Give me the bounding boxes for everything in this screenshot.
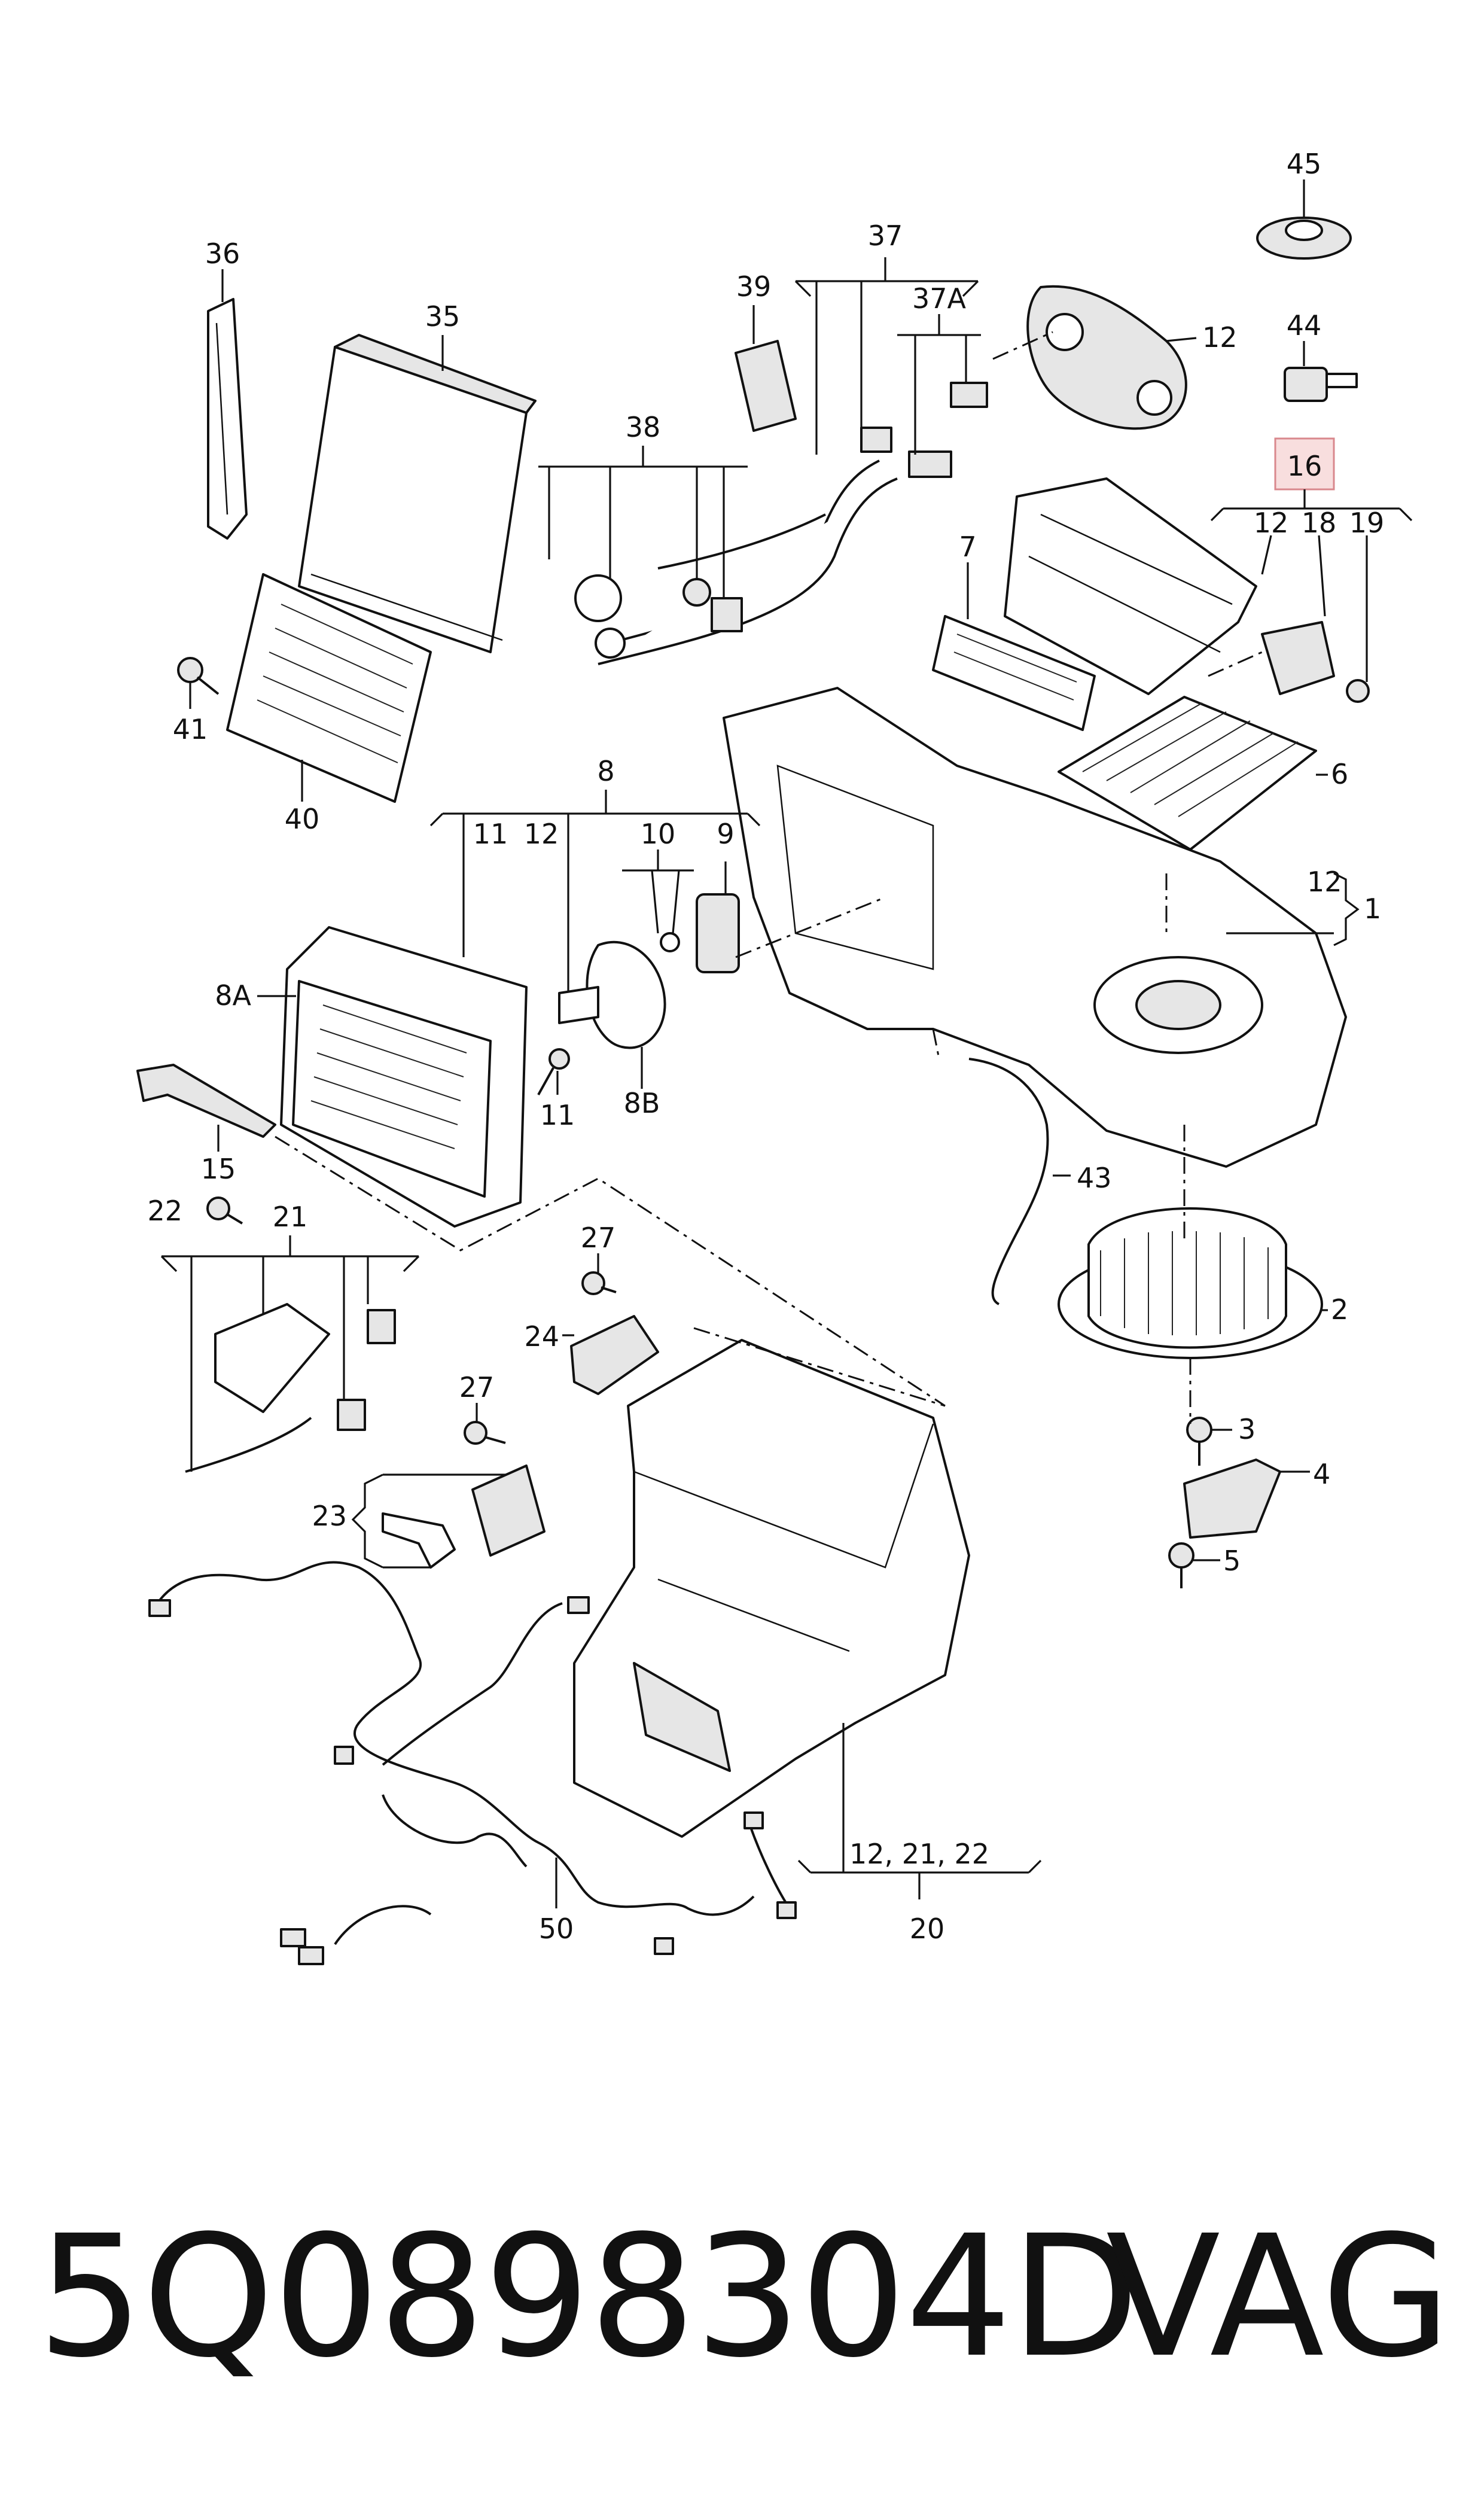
label-4: 4 [1313, 1458, 1330, 1490]
part-40-frame [226, 573, 432, 803]
part-35-heater-core [298, 334, 537, 653]
label-8b: 8B [624, 1087, 660, 1119]
part-15-lever [136, 1064, 276, 1152]
part-20-housing-lower [573, 1327, 1042, 1899]
label-27-upper: 27 [581, 1222, 616, 1254]
label-11-top: 11 [473, 818, 508, 850]
part-45-nut [1256, 179, 1352, 260]
part-27-screw-upper [581, 1253, 617, 1295]
part-12-gasket-mid [558, 986, 599, 1024]
label-41: 41 [173, 713, 208, 745]
part-27-screw-lower [464, 1403, 506, 1445]
label-20: 20 [910, 1913, 945, 1945]
part-38-fittings [538, 446, 748, 659]
part-16-group [1210, 437, 1413, 682]
part-12-filter-housing [1004, 477, 1370, 703]
label-45: 45 [1287, 148, 1322, 180]
part-11-screw [537, 1048, 570, 1095]
label-16: 16 [1287, 450, 1323, 482]
label-21: 21 [273, 1201, 308, 1233]
part-22-screw [206, 1196, 243, 1225]
label-8a: 8A [215, 979, 251, 1012]
label-24: 24 [524, 1320, 559, 1353]
part-2-blower [1058, 1207, 1328, 1359]
label-12-mid: 12 [524, 818, 559, 850]
label-12-top: 12 [1202, 321, 1238, 354]
label-12-bracket: 12 [1254, 507, 1289, 539]
part-21-linkage [160, 1235, 420, 1473]
part-5-screw [1168, 1542, 1220, 1588]
label-23: 23 [312, 1500, 347, 1532]
label-5: 5 [1223, 1545, 1241, 1577]
part-43-hose [932, 1028, 1071, 1305]
label-38: 38 [626, 411, 661, 443]
label-9: 9 [717, 818, 734, 850]
label-8: 8 [597, 755, 614, 787]
label-37a: 37A [912, 282, 967, 315]
part-23-actuator-group [351, 1464, 546, 1569]
label-22: 22 [147, 1195, 182, 1227]
label-50: 50 [539, 1913, 574, 1945]
label-36: 36 [205, 238, 240, 270]
part-1-housing [723, 687, 1360, 1168]
label-6: 6 [1331, 758, 1348, 790]
label-10: 10 [641, 818, 676, 850]
part-10-rings [622, 850, 694, 952]
label-35: 35 [425, 300, 461, 333]
label-19: 19 [1349, 507, 1385, 539]
label-27-lower: 27 [459, 1371, 495, 1403]
part-4-cover [1183, 1459, 1310, 1539]
part-8-evaporator-group [257, 790, 761, 1228]
part-24-actuator [562, 1315, 659, 1395]
label-11-bottom: 11 [540, 1099, 575, 1131]
part-41-screw [177, 657, 220, 709]
label-37: 37 [868, 220, 903, 252]
part-6-filter [1058, 696, 1328, 851]
part-9-valve [696, 861, 740, 973]
part-39-actuator [735, 305, 797, 432]
label-18: 18 [1302, 507, 1337, 539]
part-44-clip [1284, 341, 1358, 402]
part-number: 5Q0898304D [37, 2200, 1139, 2395]
part-37-pipes [598, 257, 988, 665]
part-7-flap [932, 562, 1096, 731]
label-2: 2 [1331, 1293, 1348, 1326]
part-12-seal-plate [1026, 285, 1197, 430]
assembly-lines [275, 331, 1263, 1424]
label-1: 1 [1364, 893, 1381, 925]
label-12-21-22: 12, 21, 22 [849, 1838, 989, 1870]
part-50-harness [148, 1561, 797, 1965]
label-43: 43 [1077, 1162, 1112, 1194]
highlight-box-16 [1274, 437, 1335, 491]
label-44: 44 [1287, 309, 1322, 342]
part-3-screw [1186, 1417, 1232, 1466]
label-7: 7 [959, 531, 976, 563]
part-36-bracket [207, 269, 248, 540]
brand-name: VAG [1105, 2200, 1451, 2395]
label-15: 15 [201, 1153, 236, 1185]
label-39: 39 [736, 270, 772, 303]
callout-labels: 45 36 37 35 39 37A 12 44 38 16 12 18 19 … [147, 148, 1384, 1945]
label-3: 3 [1238, 1413, 1256, 1445]
label-12-right: 12 [1307, 866, 1342, 898]
label-40: 40 [285, 803, 320, 835]
